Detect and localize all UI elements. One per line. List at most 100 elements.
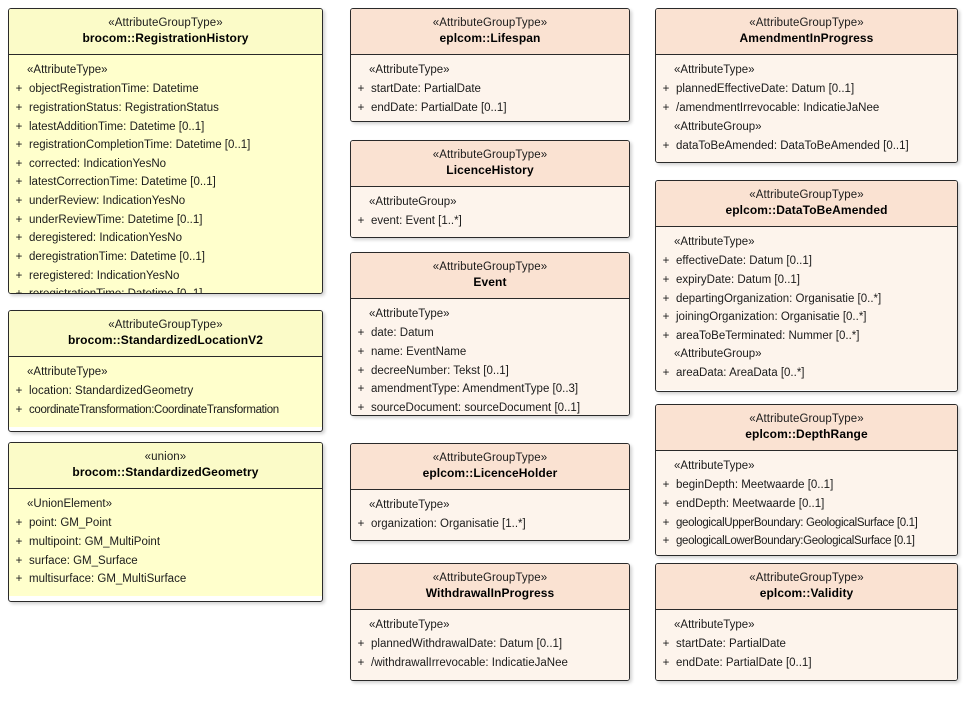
attribute-row[interactable]: +joiningOrganization: Organisatie [0..*] [656,308,957,327]
attribute-row[interactable]: +multipoint: GM_MultiPoint [9,533,322,552]
attribute-row[interactable]: +endDate: PartialDate [0..1] [656,654,957,673]
attribute-row[interactable]: +deregistrationTime: Datetime [0..1] [9,248,322,267]
attribute-row[interactable]: +geologicalLowerBoundary:GeologicalSurfa… [656,532,957,551]
attribute-row[interactable]: +registrationStatus: RegistrationStatus [9,99,322,118]
attribute-section-stereotype: «AttributeType» [369,64,450,77]
attribute-visibility: + [15,83,23,96]
attribute-section-stereotype: «AttributeType» [674,64,755,77]
uml-class-body: «UnionElement»+point: GM_Point+multipoin… [9,489,322,596]
attribute-signature: date: Datum [371,327,434,340]
attribute-row[interactable]: +underReview: IndicationYesNo [9,192,322,211]
attribute-row[interactable]: +plannedEffectiveDate: Datum [0..1] [656,80,957,99]
uml-class-body: «AttributeType»+date: Datum+name: EventN… [351,299,629,415]
attribute-section-stereotype: «AttributeGroup» [369,196,457,209]
attribute-row[interactable]: +deregistered: IndicationYesNo [9,229,322,248]
uml-class-depth-range[interactable]: «AttributeGroupType»eplcom::DepthRange«A… [655,404,958,556]
attribute-signature: deregistrationTime: Datetime [0..1] [29,250,205,263]
attribute-row[interactable]: +startDate: PartialDate [351,80,629,99]
uml-class-withdrawal-in-progress[interactable]: «AttributeGroupType»WithdrawalInProgress… [350,563,630,681]
attribute-row[interactable]: +location: StandardizedGeometry [9,382,322,401]
attribute-row[interactable]: +reregistrationTime: Datetime [0..1] [9,285,322,293]
attribute-row[interactable]: +coordinateTransformation:CoordinateTran… [9,401,322,420]
attribute-row[interactable]: +areaToBeTerminated: Nummer [0..*] [656,327,957,346]
uml-class-body: «AttributeType»+organization: Organisati… [351,490,629,540]
attribute-row[interactable]: + decreeNumber: Tekst [0..1] [351,362,629,381]
attribute-row[interactable]: + date: Datum [351,324,629,343]
attribute-row[interactable]: +multisurface: GM_MultiSurface [9,570,322,589]
attribute-row[interactable]: +latestCorrectionTime: Datetime [0..1] [9,173,322,192]
attribute-visibility: + [357,401,365,414]
attribute-visibility: + [357,364,365,377]
attribute-signature: geologicalLowerBoundary:GeologicalSurfac… [676,535,915,548]
uml-class-event[interactable]: «AttributeGroupType»Event«AttributeType»… [350,252,630,416]
attribute-row[interactable]: +effectiveDate: Datum [0..1] [656,252,957,271]
uml-class-licence-history[interactable]: «AttributeGroupType»LicenceHistory«Attri… [350,140,630,238]
attribute-row[interactable]: + point: GM_Point [9,514,322,533]
uml-class-registration-history[interactable]: «AttributeGroupType»brocom::Registration… [8,8,323,294]
attribute-row[interactable]: +organization: Organisatie [1..*] [351,515,629,534]
class-stereotype: «AttributeGroupType» [432,17,548,29]
attribute-visibility: + [15,517,23,530]
attribute-row[interactable]: + event: Event [1..*] [351,212,629,231]
attribute-visibility: + [357,327,365,340]
attribute-section-stereotype: «AttributeGroup» [674,120,762,133]
attribute-row[interactable]: +/withdrawalIrrevocable: IndicatieJaNee [351,654,629,673]
attribute-signature: registrationStatus: RegistrationStatus [29,101,219,114]
attribute-signature: decreeNumber: Tekst [0..1] [371,364,509,377]
attribute-row[interactable]: +corrected: IndicationYesNo [9,155,322,174]
attribute-signature: corrected: IndicationYesNo [29,157,167,170]
attribute-row[interactable]: +geologicalUpperBoundary: GeologicalSurf… [656,514,957,533]
attribute-row[interactable]: +reregistered: IndicationYesNo [9,267,322,286]
attribute-row[interactable]: +registrationCompletionTime: Datetime [0… [9,136,322,155]
attribute-visibility: + [357,215,365,228]
class-name: brocom::StandardizedLocationV2 [67,333,264,348]
class-stereotype: «union» [144,451,187,463]
attribute-row[interactable]: +startDate: PartialDate [656,635,957,654]
uml-class-data-to-be-amended[interactable]: «AttributeGroupType»eplcom::DataToBeAmen… [655,180,958,392]
attribute-visibility: + [662,311,670,324]
attribute-visibility: + [15,232,23,245]
class-stereotype: «AttributeGroupType» [432,452,548,464]
class-name: brocom::StandardizedGeometry [72,465,259,480]
attribute-row[interactable]: +endDepth: Meetwaarde [0..1] [656,495,957,514]
attribute-row[interactable]: +/amendmentIrrevocable: IndicatieJaNee [656,99,957,118]
attribute-signature: endDate: PartialDate [0..1] [371,101,507,114]
uml-class-standardized-location-v2[interactable]: «AttributeGroupType»brocom::Standardized… [8,310,323,432]
attribute-row[interactable]: +amendmentType: AmendmentType [0..3] [351,380,629,399]
attribute-signature: event: Event [1..*] [371,215,462,228]
attribute-row[interactable]: +name: EventName [351,343,629,362]
attribute-signature: reregistered: IndicationYesNo [29,269,180,282]
class-name: eplcom::LicenceHolder [422,466,558,481]
attribute-row[interactable]: +plannedWithdrawalDate: Datum [0..1] [351,635,629,654]
attribute-row[interactable]: +departingOrganization: Organisatie [0..… [656,290,957,309]
attribute-row[interactable]: +latestAdditionTime: Datetime [0..1] [9,118,322,137]
uml-class-validity[interactable]: «AttributeGroupType»eplcom::Validity«Att… [655,563,958,681]
attribute-signature: multisurface: GM_MultiSurface [29,573,187,586]
attribute-visibility: + [15,176,23,189]
attribute-visibility: + [662,516,670,529]
uml-class-amendment-in-progress[interactable]: «AttributeGroupType»AmendmentInProgress«… [655,8,958,163]
class-name: AmendmentInProgress [739,31,874,46]
uml-class-header: «AttributeGroupType»eplcom::Lifespan [351,9,629,56]
uml-class-licence-holder[interactable]: «AttributeGroupType»eplcom::LicenceHolde… [350,443,630,541]
attribute-row[interactable]: +underReviewTime: Datetime [0..1] [9,211,322,230]
class-name: brocom::RegistrationHistory [82,31,249,46]
class-stereotype: «AttributeGroupType» [108,17,223,29]
attribute-row[interactable]: +dataToBeAmended: DataToBeAmended [0..1] [656,137,957,156]
attribute-signature: surface: GM_Surface [29,554,138,567]
uml-class-lifespan[interactable]: «AttributeGroupType»eplcom::Lifespan«Att… [350,8,630,122]
attribute-row[interactable]: +sourceDocument: sourceDocument [0..1] [351,399,629,415]
attribute-signature: coordinateTransformation:CoordinateTrans… [29,403,279,416]
attribute-visibility: + [662,329,670,342]
class-name: WithdrawalInProgress [425,586,555,601]
attribute-row[interactable]: +objectRegistrationTime: Datetime [9,80,322,99]
attribute-row[interactable]: +beginDepth: Meetwaarde [0..1] [656,476,957,495]
attribute-row[interactable]: +areaData: AreaData [0..*] [656,364,957,383]
attribute-signature: point: GM_Point [29,517,112,530]
attribute-visibility: + [9,285,29,293]
attribute-row[interactable]: +endDate: PartialDate [0..1] [351,99,629,118]
attribute-visibility: + [15,213,23,226]
attribute-row[interactable]: +expiryDate: Datum [0..1] [656,271,957,290]
attribute-row[interactable]: +surface: GM_Surface [9,552,322,571]
uml-class-standardized-geometry[interactable]: «union»brocom::StandardizedGeometry«Unio… [8,442,323,602]
